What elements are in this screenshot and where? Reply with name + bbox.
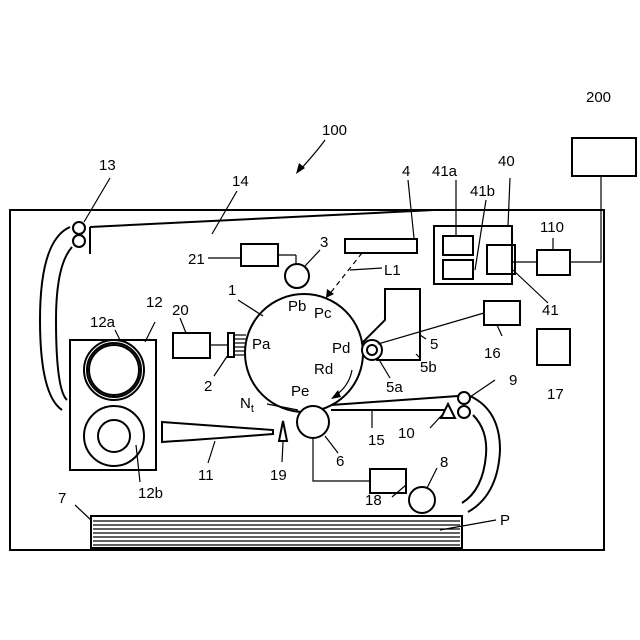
- label-12a: 12a: [90, 314, 116, 331]
- label-41: 41: [542, 302, 559, 319]
- paper-path-right-inner: [462, 415, 486, 503]
- label-1: 1: [228, 282, 236, 299]
- label-10: 10: [398, 425, 415, 442]
- label-Pd: Pd: [332, 340, 350, 357]
- guide-11: [162, 422, 273, 442]
- sensor-20: [173, 333, 210, 358]
- pickup-roller-8: [409, 487, 435, 513]
- label-Nt: Nt: [240, 395, 254, 415]
- arrow-100: [300, 140, 325, 170]
- label-15: 15: [368, 432, 385, 449]
- registration-roller-9-bottom: [458, 406, 470, 418]
- label-21: 21: [188, 251, 205, 268]
- block-41a-lower: [443, 260, 473, 279]
- label-11: 11: [198, 467, 214, 484]
- label-2: 2: [204, 378, 212, 395]
- label-18: 18: [365, 492, 382, 509]
- label-Nt-subscript: t: [251, 403, 254, 415]
- sensor-21: [241, 244, 278, 266]
- label-9: 9: [509, 372, 517, 389]
- label-Pe: Pe: [291, 383, 309, 400]
- eject-roller-13-top: [73, 222, 85, 234]
- communication-unit-110: [537, 250, 570, 275]
- developing-roller-5a-outer: [362, 340, 382, 360]
- label-13: 13: [99, 157, 116, 174]
- heat-roller-12a-outer: [84, 340, 144, 400]
- label-40: 40: [498, 153, 515, 170]
- label-7: 7: [58, 490, 66, 507]
- label-Nt-main: N: [240, 395, 251, 412]
- label-L1: L1: [384, 262, 401, 279]
- block-41a: [443, 236, 473, 255]
- label-200: 200: [586, 89, 611, 106]
- eject-roller-13-bottom: [73, 235, 85, 247]
- paper-stack-P: [93, 521, 460, 545]
- arrow-100-head: [296, 163, 305, 174]
- laser-beam-L1: [328, 253, 362, 296]
- paper-path-left: [40, 227, 70, 410]
- label-12: 12: [146, 294, 163, 311]
- label-20: 20: [172, 302, 189, 319]
- block-41: [487, 245, 515, 274]
- conveyance-15-top: [331, 396, 458, 405]
- label-100: 100: [322, 122, 347, 139]
- exposure-unit-4: [345, 239, 417, 253]
- label-6: 6: [336, 453, 344, 470]
- label-14: 14: [232, 173, 249, 190]
- label-Pa: Pa: [252, 336, 271, 353]
- external-device-200: [572, 138, 636, 176]
- label-Pb: Pb: [288, 298, 306, 315]
- label-19: 19: [270, 467, 287, 484]
- cleaning-brush-2: [228, 333, 234, 357]
- label-4: 4: [402, 163, 410, 180]
- external-link-line: [570, 176, 601, 262]
- label-8: 8: [440, 454, 448, 471]
- label-41b: 41b: [470, 183, 495, 200]
- pressure-roller-12b-outer: [84, 406, 144, 466]
- transfer-roller-6: [297, 406, 329, 438]
- label-5a: 5a: [386, 379, 403, 396]
- output-tray-14-top: [90, 210, 434, 227]
- label-41a: 41a: [432, 163, 458, 180]
- label-110: 110: [540, 219, 564, 236]
- sensor-16: [484, 301, 520, 325]
- label-3: 3: [320, 234, 328, 251]
- label-12b: 12b: [138, 485, 163, 502]
- label-5: 5: [430, 336, 438, 353]
- label-5b: 5b: [420, 359, 437, 376]
- charging-roller-3: [285, 264, 309, 288]
- label-16: 16: [484, 345, 501, 362]
- sensor-19: [279, 421, 287, 441]
- label-Pc: Pc: [314, 305, 332, 322]
- label-P: P: [500, 512, 510, 529]
- unit-17: [537, 329, 570, 365]
- registration-roller-9-top: [458, 392, 470, 404]
- label-Rd: Rd: [314, 361, 333, 378]
- label-17: 17: [547, 386, 564, 403]
